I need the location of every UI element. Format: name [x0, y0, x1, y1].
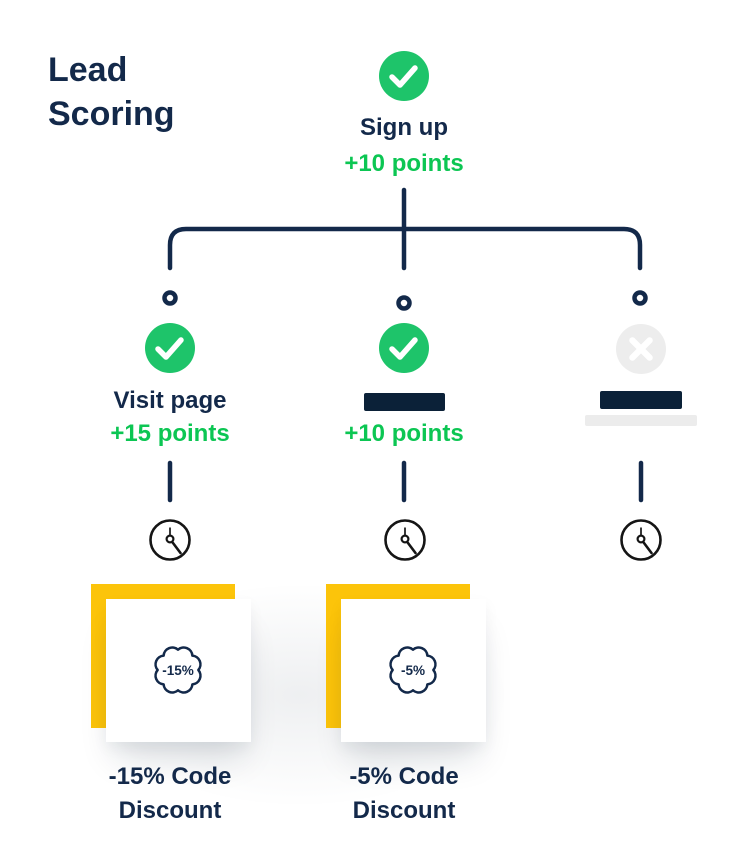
check-icon: [379, 323, 429, 373]
badge-text: -15%: [162, 663, 194, 678]
discount-badge-icon: -15%: [147, 639, 209, 701]
card-caption: -5% Code Discount: [294, 760, 514, 828]
card-caption-line1: -15% Code: [108, 763, 232, 790]
clock-icon: [383, 518, 427, 562]
root-node-label: Sign up: [360, 114, 448, 141]
discount-badge-icon: -5%: [382, 639, 444, 701]
points-placeholder-bar: [585, 415, 697, 426]
badge-text: -5%: [401, 663, 425, 678]
ring-icon: [162, 290, 178, 306]
label-placeholder-bar: [364, 393, 445, 411]
page-title: Lead Scoring: [48, 51, 175, 133]
clock-icon: [619, 518, 663, 562]
ring-icon: [396, 295, 412, 311]
root-node-points: +10 points: [344, 150, 464, 177]
ring-icon: [632, 290, 648, 306]
clock-icon: [148, 518, 192, 562]
card-caption-line1: -5% Code: [349, 763, 459, 790]
branch-node-label: Visit page: [113, 387, 227, 414]
card-caption: -15% Code Discount: [60, 760, 280, 828]
branch-node-points: +10 points: [344, 420, 464, 447]
check-icon: [379, 51, 429, 101]
label-placeholder-bar: [600, 391, 682, 409]
branch-node-points: +15 points: [110, 420, 230, 447]
cross-icon: [616, 324, 666, 374]
check-icon: [145, 323, 195, 373]
card-caption-line2: Discount: [352, 797, 456, 824]
card-caption-line2: Discount: [118, 797, 222, 824]
